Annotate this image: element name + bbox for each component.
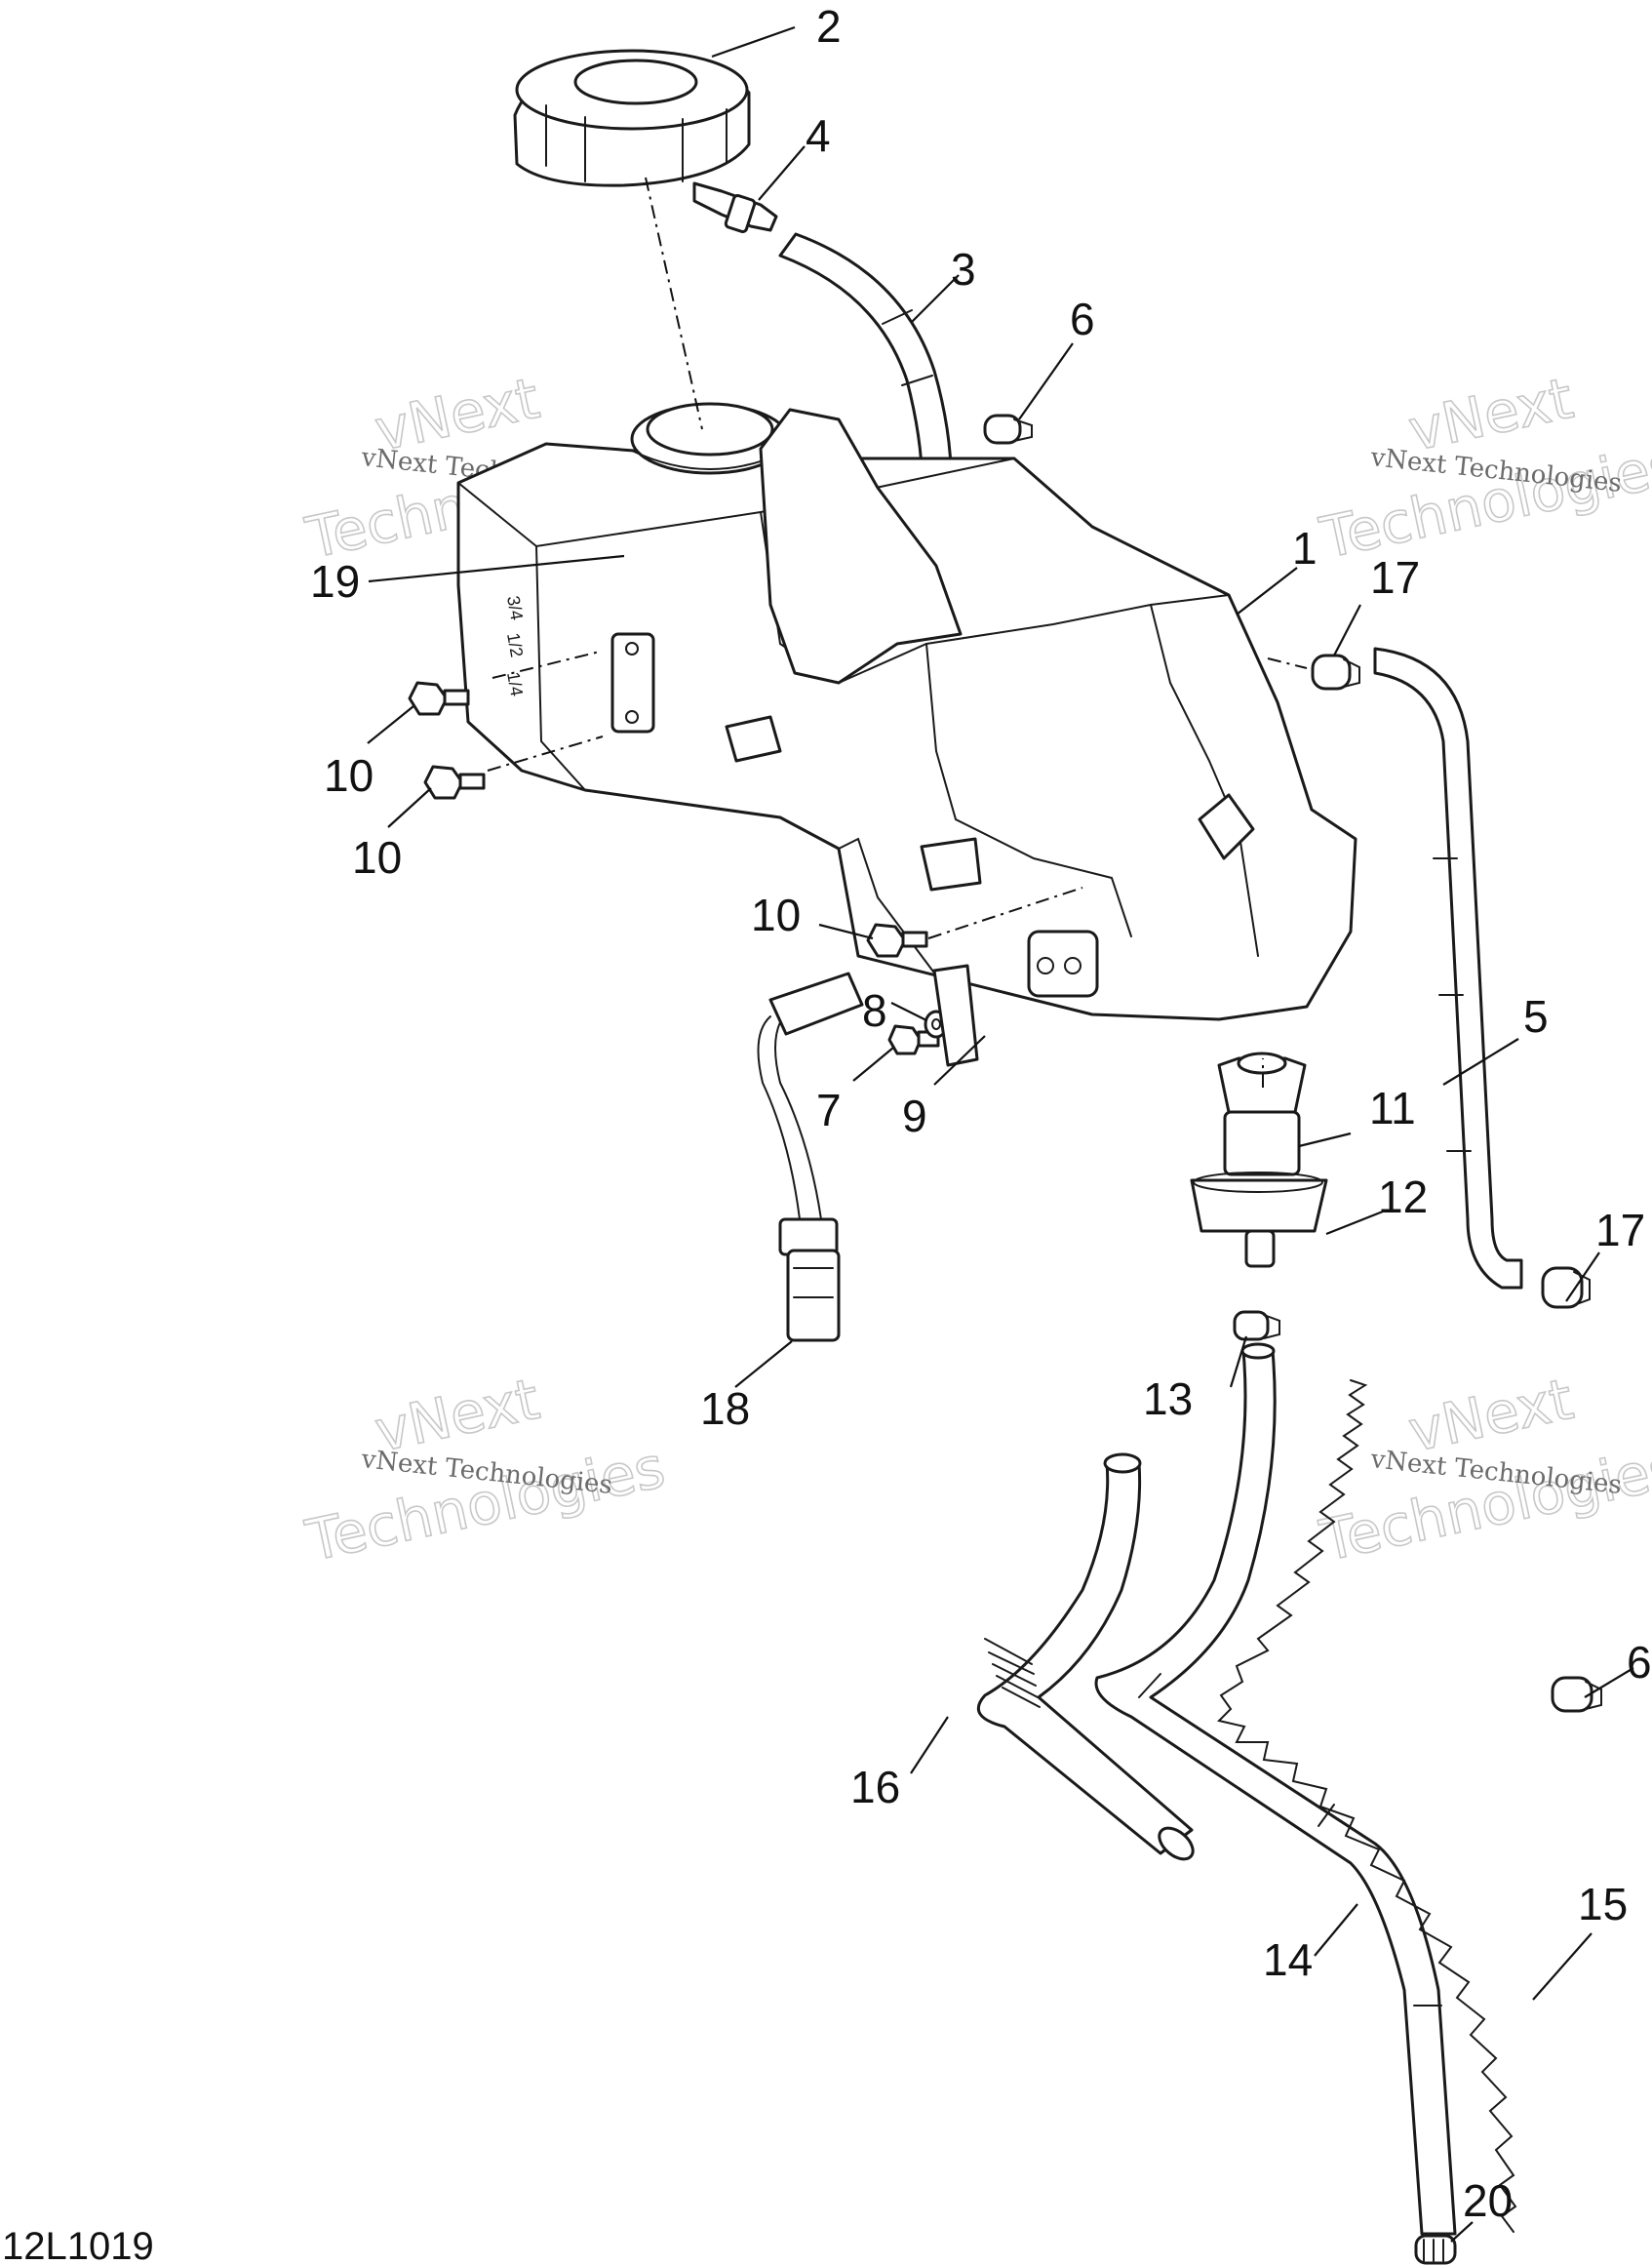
- hose-clamp-top: [983, 414, 1033, 445]
- callout-10-lower: 10: [751, 890, 801, 940]
- callout-12: 12: [1378, 1172, 1428, 1222]
- hose-clamp-lower-right: [1541, 1266, 1591, 1309]
- breather-hose: [1373, 647, 1523, 1290]
- watermark-big-bottom: Technologies: [300, 1434, 671, 1574]
- callout-3: 3: [951, 244, 976, 295]
- callout-4: 4: [806, 110, 831, 161]
- hose-clamp-upper-right: [1311, 654, 1360, 691]
- callout-6: 6: [1070, 294, 1095, 344]
- check-valve: [1190, 1052, 1328, 1268]
- callout-19: 19: [310, 556, 360, 607]
- callout-labels: 2 4 3 6 19 1 17 10 10 10 8 7 9 5 11 12 1…: [310, 1, 1652, 2226]
- fill-cap: [513, 49, 751, 187]
- callout-2: 2: [816, 1, 842, 52]
- watermark-top-right: vNext Technologies vNext Technologies: [1314, 364, 1652, 573]
- level-mark-three-quarter: 3/4: [503, 594, 527, 621]
- watermark-big-bottom: Technologies: [1315, 1434, 1652, 1574]
- drawing-id: 12L1019: [2, 2225, 154, 2265]
- oil-tank: [456, 402, 1357, 1021]
- callout-17-lower: 17: [1595, 1205, 1645, 1255]
- callout-18: 18: [700, 1383, 750, 1434]
- leader-lines: [367, 25, 1634, 2243]
- level-mark-half: 1/2: [503, 631, 527, 658]
- callout-5: 5: [1523, 991, 1549, 1042]
- callout-15: 15: [1578, 1879, 1628, 1929]
- callout-20: 20: [1463, 2175, 1513, 2226]
- bolt-lower: [866, 923, 928, 958]
- hose-clamp-small: [1233, 1310, 1280, 1341]
- return-hose: [1094, 1342, 1457, 2236]
- callout-10-middle: 10: [352, 832, 402, 883]
- tank-level-marks: 3/4 1/2 1/4: [503, 594, 527, 697]
- callout-6-lower: 6: [1627, 1637, 1652, 1688]
- vent-fitting: [692, 181, 778, 234]
- hose-clamp-right-middle: [1551, 1676, 1602, 1713]
- callout-17: 17: [1370, 552, 1420, 603]
- watermark-bottom-right: vNext Technologies vNext Technologies: [1314, 1365, 1652, 1575]
- supply-hose: [976, 1452, 1195, 1861]
- bolt-upper: [408, 681, 470, 716]
- hose-clamp-bottom: [1414, 2234, 1457, 2265]
- callout-14: 14: [1263, 1934, 1313, 1985]
- level-mark-quarter: 1/4: [503, 670, 527, 697]
- callout-9: 9: [902, 1091, 927, 1141]
- watermark-big-bottom: Technologies: [1315, 431, 1652, 572]
- bolt-middle: [423, 765, 486, 800]
- callout-8: 8: [862, 985, 887, 1036]
- callout-1: 1: [1292, 523, 1318, 574]
- retaining-plate: [932, 964, 979, 1067]
- watermark-bottom-left: vNext Technologies vNext Technologies: [299, 1365, 671, 1575]
- callout-11: 11: [1369, 1083, 1416, 1133]
- callout-13: 13: [1143, 1373, 1193, 1424]
- spring-guard: [1217, 1379, 1517, 2233]
- assembly-centerlines: [487, 177, 1308, 1088]
- level-sensor: [757, 972, 864, 1342]
- callout-10-upper: 10: [324, 750, 374, 801]
- callout-16: 16: [850, 1762, 900, 1812]
- callout-7: 7: [816, 1085, 842, 1135]
